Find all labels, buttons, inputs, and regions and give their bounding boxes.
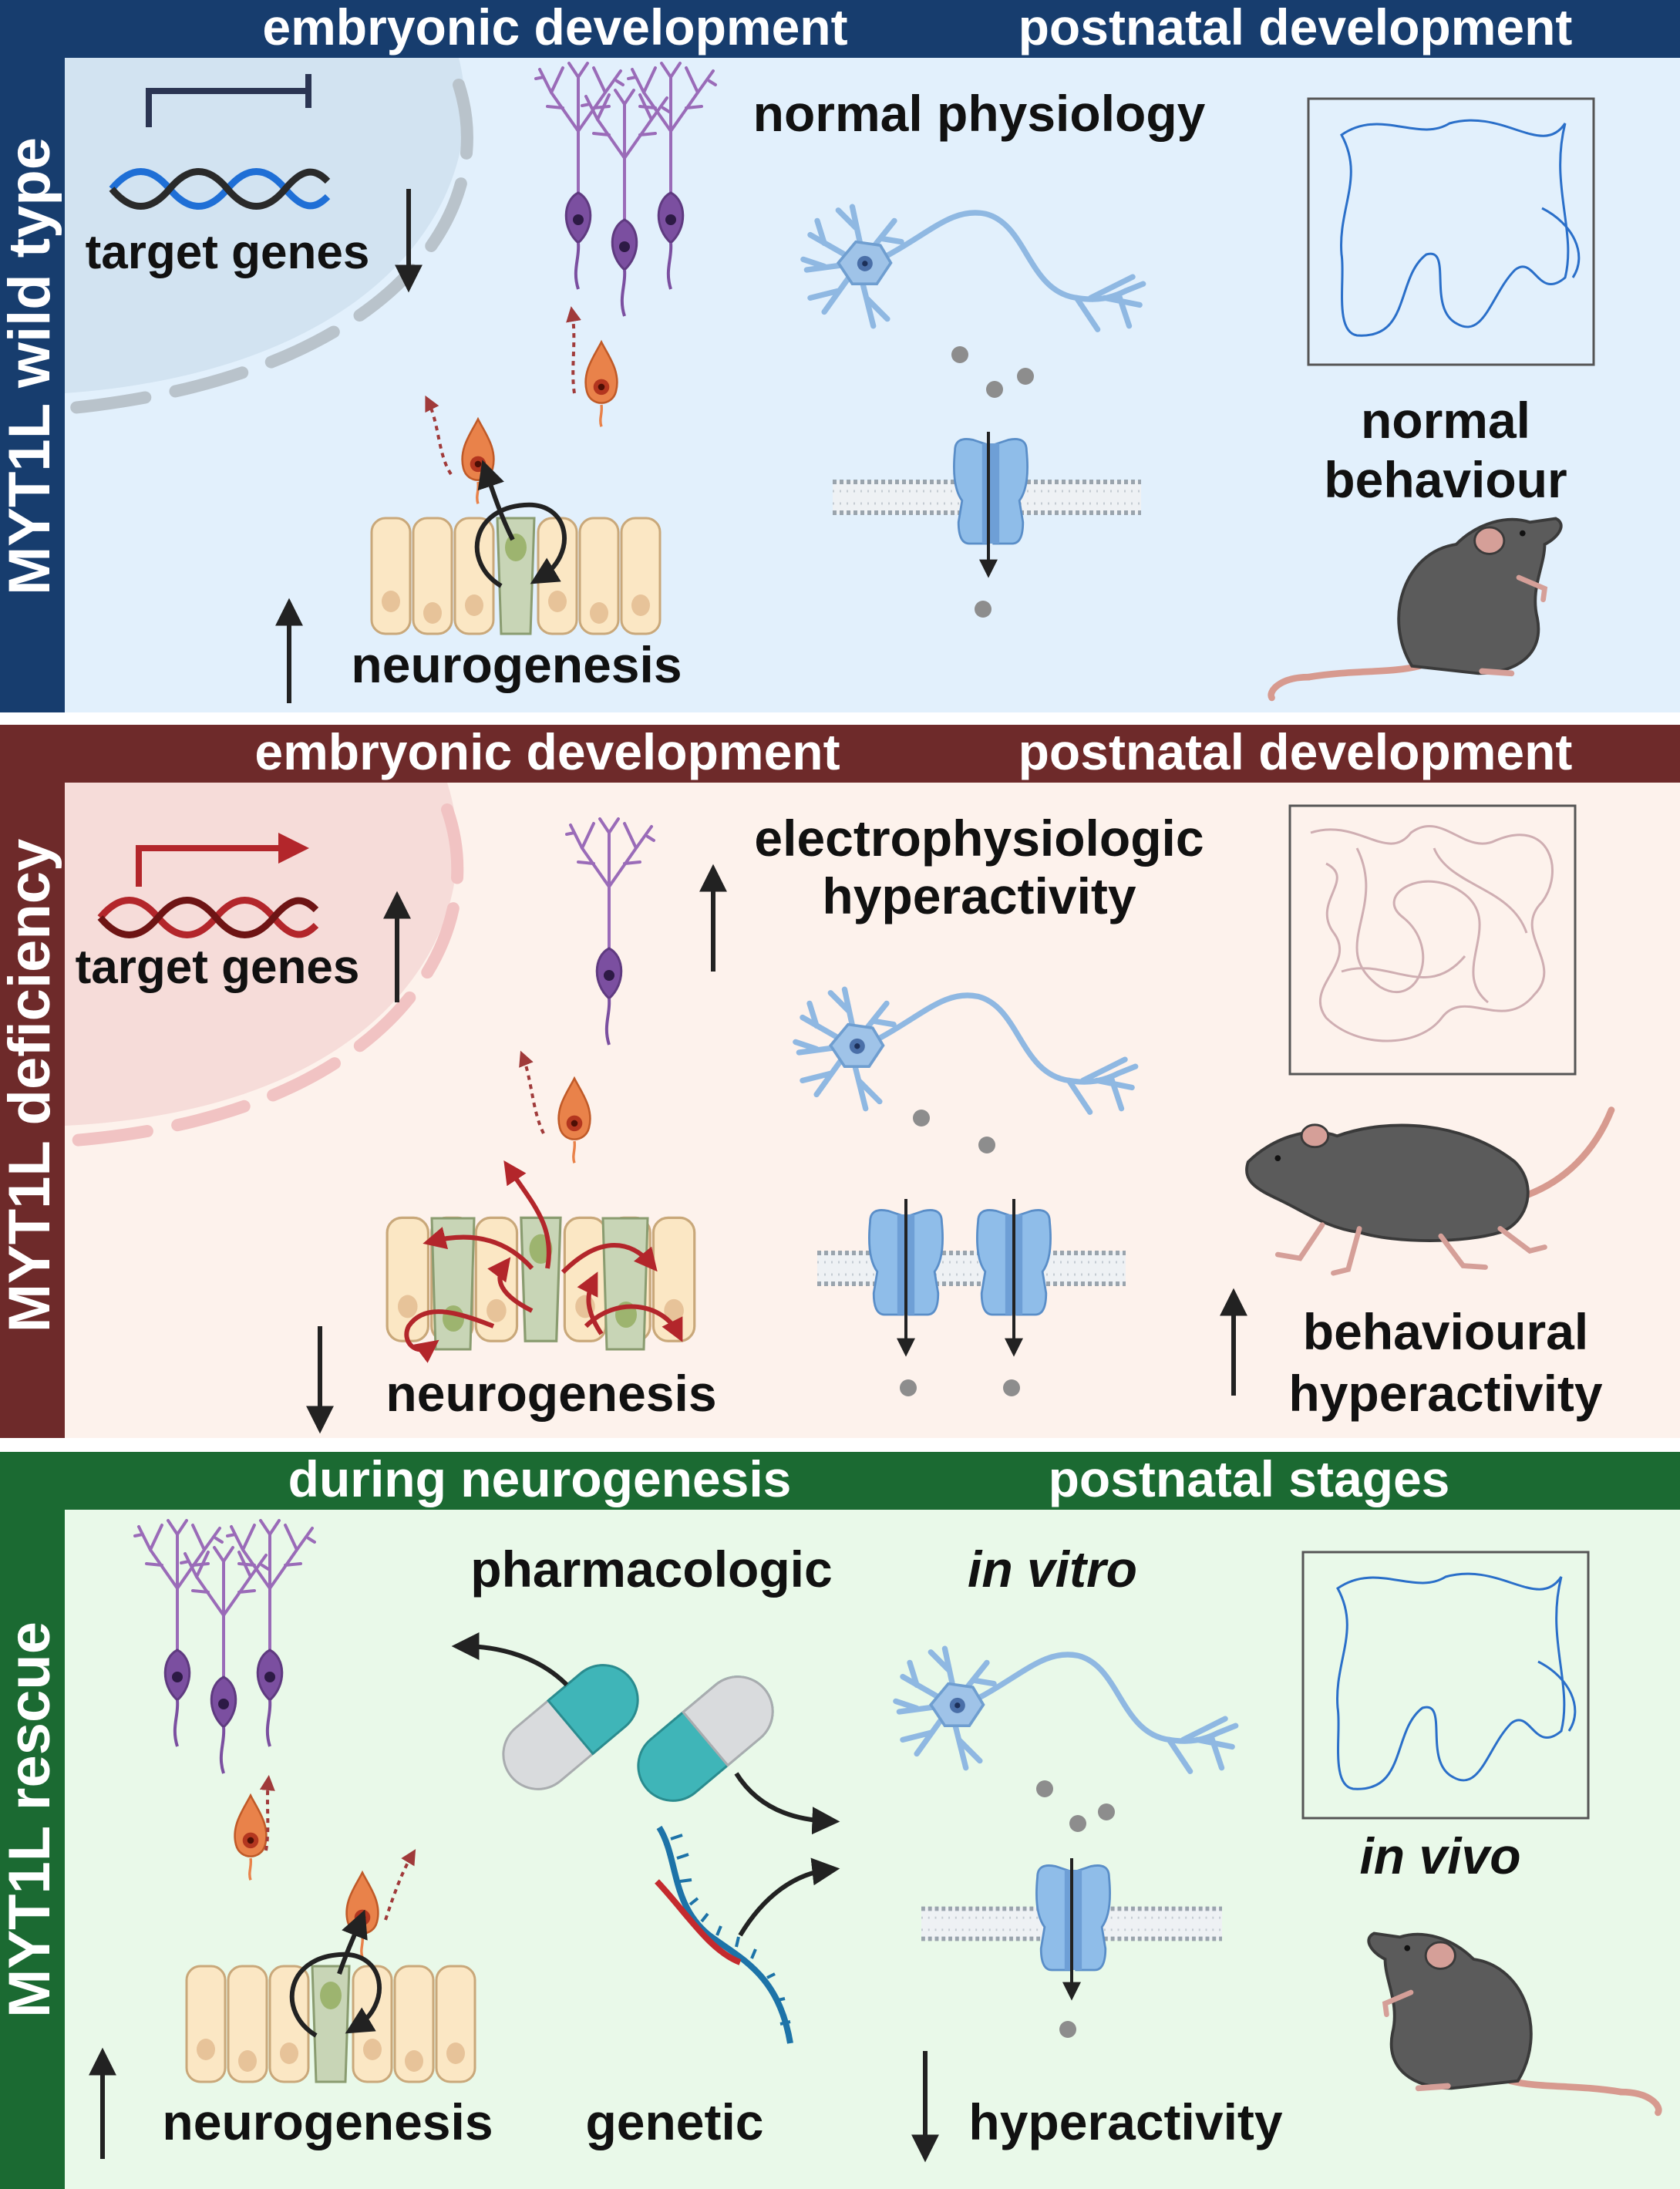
neurogenesis-label: neurogenesis — [351, 636, 682, 693]
side-label: MYT1L deficiency — [0, 839, 62, 1333]
nucleus-region — [65, 58, 466, 393]
treatment-arrow — [451, 1632, 569, 1687]
side-label: MYT1L wild type — [0, 137, 62, 595]
panel-rescue: during neurogenesis postnatal stages MYT… — [0, 1450, 1680, 2189]
dna-helix-icon — [109, 168, 331, 210]
side-band — [0, 725, 65, 1438]
division-arrow — [337, 1909, 368, 1975]
genetic-label: genetic — [585, 2093, 763, 2150]
open-field-box — [1288, 804, 1577, 1076]
behaviour-label-line1: normal — [1361, 392, 1530, 449]
behaviour-label-line2: behaviour — [1324, 451, 1567, 508]
pill-capsule-icon — [502, 1664, 639, 1790]
pill-capsule-icon — [637, 1675, 774, 1802]
rna-strand-icon — [655, 1825, 793, 2044]
repression-arrow — [146, 74, 311, 127]
header-right: postnatal development — [1018, 723, 1573, 780]
neurotransmitters — [900, 1110, 1020, 1396]
header-band — [0, 1452, 1680, 1510]
open-field-track-icon — [1340, 119, 1581, 337]
open-field-track-icon — [1310, 825, 1554, 1042]
open-field-track-icon — [1336, 1572, 1577, 1790]
header-left: embryonic development — [262, 0, 847, 56]
panel-deficiency: embryonic development postnatal developm… — [0, 723, 1680, 1438]
migration-arrow — [425, 395, 453, 476]
hyperactivity-label: hyperactivity — [968, 2093, 1282, 2150]
side-band — [0, 0, 65, 712]
header-right: postnatal stages — [1049, 1450, 1450, 1507]
treatment-arrow — [734, 1772, 840, 1835]
activation-arrow — [136, 833, 309, 887]
physiology-label: normal physiology — [753, 85, 1206, 142]
physiology-label-line1: electrophysiologic — [754, 810, 1204, 867]
header-band — [0, 0, 1680, 58]
header-band — [0, 725, 1680, 783]
ion-channel-icon — [953, 438, 1029, 545]
in-vivo-label: in vivo — [1359, 1827, 1520, 1884]
open-field-box — [1307, 97, 1595, 366]
target-genes-label: target genes — [76, 941, 360, 994]
side-label: MYT1L rescue — [0, 1622, 62, 2018]
neuroepithelium — [185, 1965, 476, 2083]
open-field-box — [1301, 1551, 1590, 1820]
division-arrow — [289, 1952, 382, 2038]
neurogenesis-label: neurogenesis — [162, 2093, 493, 2150]
header-right: postnatal development — [1018, 0, 1573, 56]
neuroepithelium — [370, 517, 662, 635]
neurotransmitters — [951, 346, 1034, 618]
migration-arrow — [519, 1050, 545, 1134]
division-arrow — [474, 502, 567, 588]
dna-helix-icon — [97, 897, 319, 938]
behaviour-label-line1: behavioural — [1303, 1303, 1588, 1360]
neurotransmitters — [1036, 1780, 1115, 2038]
nuclear-envelope — [59, 803, 464, 1147]
migration-arrow — [566, 306, 581, 394]
behaviour-label-line2: hyperactivity — [1288, 1365, 1602, 1422]
target-genes-label: target genes — [86, 226, 370, 279]
proliferation-arrows — [404, 1160, 683, 1363]
nucleus-region — [65, 783, 458, 1126]
header-left: embryonic development — [254, 723, 840, 780]
neurogenesis-label: neurogenesis — [385, 1365, 716, 1422]
pharmacologic-label: pharmacologic — [470, 1541, 832, 1598]
panel-wild-type: embryonic development postnatal developm… — [0, 0, 1680, 712]
physiology-label-line2: hyperactivity — [822, 867, 1136, 924]
cell-membrane — [817, 1251, 1126, 1285]
division-arrow — [477, 460, 515, 541]
header-left: during neurogenesis — [288, 1450, 792, 1507]
treatment-arrow — [738, 1857, 840, 1937]
side-band — [0, 1452, 65, 2189]
in-vitro-label: in vitro — [968, 1541, 1137, 1598]
